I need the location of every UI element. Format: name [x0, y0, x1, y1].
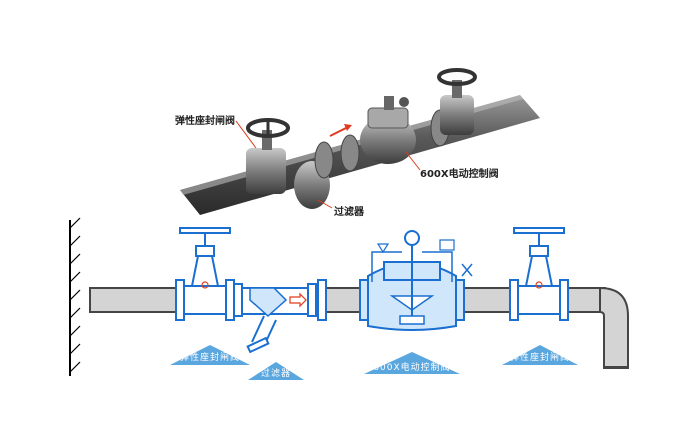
tag-gate-valve-left: 弹性座封闸阀 — [170, 345, 250, 365]
handwheel-icon — [513, 227, 565, 234]
tag-strainer: 过滤器 — [248, 362, 304, 380]
lifting-eye-icon — [404, 230, 420, 246]
bottom-gate-valve-left — [175, 227, 235, 321]
bottom-flange — [317, 279, 327, 321]
handwheel-icon — [437, 68, 477, 86]
top-gate-valve-right — [437, 68, 477, 135]
bottom-control-valve — [359, 230, 473, 331]
bottom-strainer — [233, 283, 317, 354]
top-gate-valve — [246, 118, 290, 194]
solenoid-icon — [439, 239, 455, 251]
flow-arrow-icon — [329, 124, 352, 137]
top-control-valve — [360, 96, 416, 164]
flow-arrow-icon — [289, 292, 307, 308]
label-bottom-strainer: 过滤器 — [261, 367, 291, 379]
label-top-control-valve: 600X电动控制阀 — [420, 167, 499, 180]
label-top-strainer: 过滤器 — [334, 205, 365, 218]
top-3d-pipeline: 弹性座封闸阀 600X电动控制阀 过滤器 — [175, 68, 540, 218]
top-pipe — [180, 95, 540, 215]
wall — [69, 217, 81, 376]
needle-valve-icon — [376, 243, 390, 254]
bottom-gate-valve-right — [509, 227, 569, 321]
bottom-schematic: 弹性座封闸阀 过滤器 600X电动控制阀 弹性座封闸阀 — [69, 217, 629, 380]
callout-control-valve: 600X电动控制阀 — [405, 151, 499, 180]
label-bottom-gate-valve-left: 弹性座封闸阀 — [180, 351, 240, 363]
ball-valve-icon — [461, 263, 473, 277]
label-bottom-control-valve: 600X电动控制阀 — [373, 361, 450, 373]
callout-gate-valve: 弹性座封闸阀 — [175, 114, 257, 149]
tag-gate-valve-right: 弹性座封闸阀 — [502, 345, 578, 365]
callout-strainer: 过滤器 — [317, 199, 365, 218]
label-top-gate-valve: 弹性座封闸阀 — [175, 114, 235, 127]
label-bottom-gate-valve-right: 弹性座封闸阀 — [510, 351, 570, 363]
handwheel-icon — [179, 227, 231, 234]
tag-control-valve: 600X电动控制阀 — [364, 352, 460, 374]
